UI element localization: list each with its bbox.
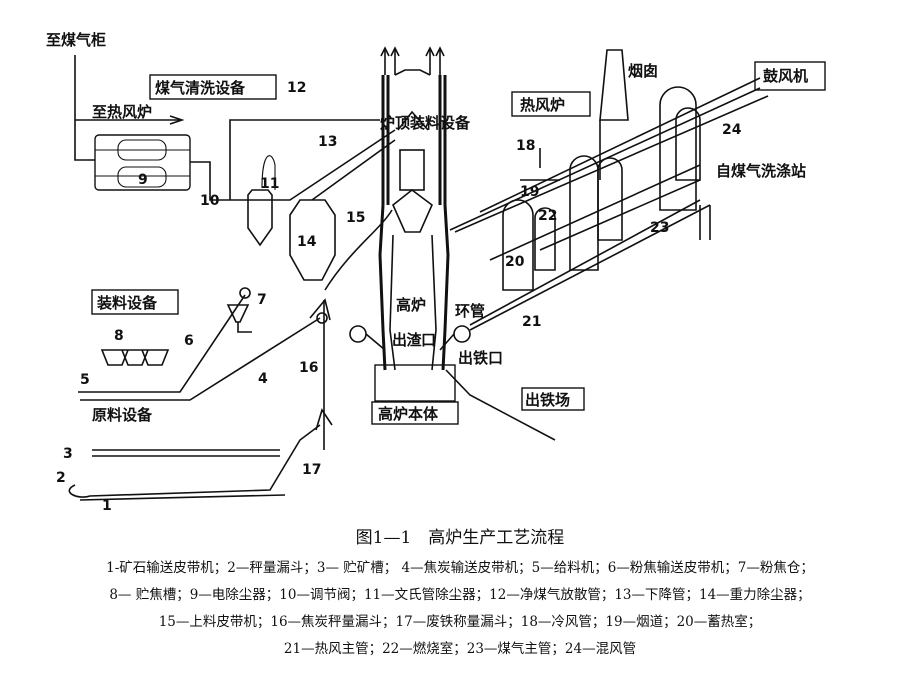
furnace-body-box xyxy=(371,401,459,425)
chimney-shape xyxy=(599,49,629,121)
callout-18: 18 xyxy=(516,138,535,154)
callout-3: 3 xyxy=(63,446,73,462)
venturi-scrubber xyxy=(247,189,273,247)
label-blast-furnace: 高炉 xyxy=(396,296,426,314)
label-cast-house: 出铁场 xyxy=(525,391,570,409)
label-iron-outlet: 出铁口 xyxy=(458,349,503,367)
gas-cleaning-box xyxy=(149,74,277,100)
label-charging-equipment: 装料设备 xyxy=(96,294,158,312)
blower-box xyxy=(754,61,826,91)
callout-21: 21 xyxy=(522,314,541,330)
callout-5: 5 xyxy=(80,372,90,388)
callout-15: 15 xyxy=(346,210,365,226)
label-chimney: 烟囱 xyxy=(628,62,658,80)
furnace-hearth xyxy=(374,364,456,402)
callout-2: 2 xyxy=(56,470,66,486)
label-to-gas-holder: 至煤气柜 xyxy=(46,31,106,49)
callout-10: 10 xyxy=(200,193,220,209)
gravity-dust-catcher xyxy=(289,199,336,281)
hot-stove-section xyxy=(449,49,826,331)
label-bustle-pipe: 环管 xyxy=(455,302,485,320)
legend-line-1: 1-矿石输送皮带机；2—秤量漏斗；3— 贮矿槽； 4—焦炭输送皮带机；5—给料机… xyxy=(106,560,814,576)
callout-12: 12 xyxy=(287,80,306,96)
label-raw-material-equipment: 原料设备 xyxy=(92,406,153,424)
callout-17: 17 xyxy=(302,462,321,478)
callout-14: 14 xyxy=(297,234,317,250)
callout-9: 9 xyxy=(138,172,148,188)
label-to-hot-stove: 至热风炉 xyxy=(92,103,152,121)
callout-11: 11 xyxy=(260,176,279,192)
label-from-gas-washing: 自煤气洗涤站 xyxy=(716,162,806,180)
coke-fines-bin xyxy=(226,304,250,323)
cast-house-box xyxy=(521,387,585,411)
callout-6: 6 xyxy=(184,333,194,349)
callout-20: 20 xyxy=(505,254,525,270)
charging-equipment-box xyxy=(91,289,179,315)
callout-1: 1 xyxy=(102,498,112,514)
bustle-pipe-left xyxy=(349,325,367,343)
legend-line-3: 15—上料皮带机；16—焦炭秤量漏斗；17—废铁称量漏斗；18—冷风管；19—烟… xyxy=(158,614,762,630)
callout-24: 24 xyxy=(722,122,742,138)
label-top-charging: 炉顶装料设备 xyxy=(380,114,471,132)
callout-19: 19 xyxy=(520,184,539,200)
label-furnace-body: 高炉本体 xyxy=(378,405,439,423)
coke-bins xyxy=(100,349,170,366)
hot-stove-label-box xyxy=(511,91,591,117)
callout-8: 8 xyxy=(114,328,124,344)
callout-7: 7 xyxy=(257,292,267,308)
callout-22: 22 xyxy=(538,208,557,224)
label-slag-outlet: 出渣口 xyxy=(392,331,436,349)
legend-line-2: 8— 贮焦槽；9—电除尘器；10—调节阀；11—文氏管除尘器；12—净煤气放散管… xyxy=(109,587,811,603)
stove-1 xyxy=(659,86,697,211)
bustle-pipe-right xyxy=(453,325,471,343)
label-gas-cleaning: 煤气清洗设备 xyxy=(155,79,246,97)
label-hot-stove: 热风炉 xyxy=(520,96,565,114)
figure-caption: 图1—1 高炉生产工艺流程 xyxy=(355,528,565,548)
stove-3 xyxy=(502,199,534,291)
label-blower: 鼓风机 xyxy=(763,67,808,85)
raw-material-section xyxy=(68,209,393,501)
callout-23: 23 xyxy=(650,220,669,236)
process-flow-diagram: 至煤气柜 煤气清洗设备 至热风炉 炉顶装料设备 烟囱 热风炉 鼓风机 自煤气洗涤… xyxy=(46,31,826,514)
legend-line-4: 21—热风主管；22—燃烧室；23—煤气主管；24—混风管 xyxy=(283,641,637,657)
callout-16: 16 xyxy=(299,360,318,376)
callout-13: 13 xyxy=(318,134,337,150)
blast-furnace-section xyxy=(349,46,585,441)
gas-cleaning-section xyxy=(74,55,396,281)
callout-4: 4 xyxy=(258,371,268,387)
